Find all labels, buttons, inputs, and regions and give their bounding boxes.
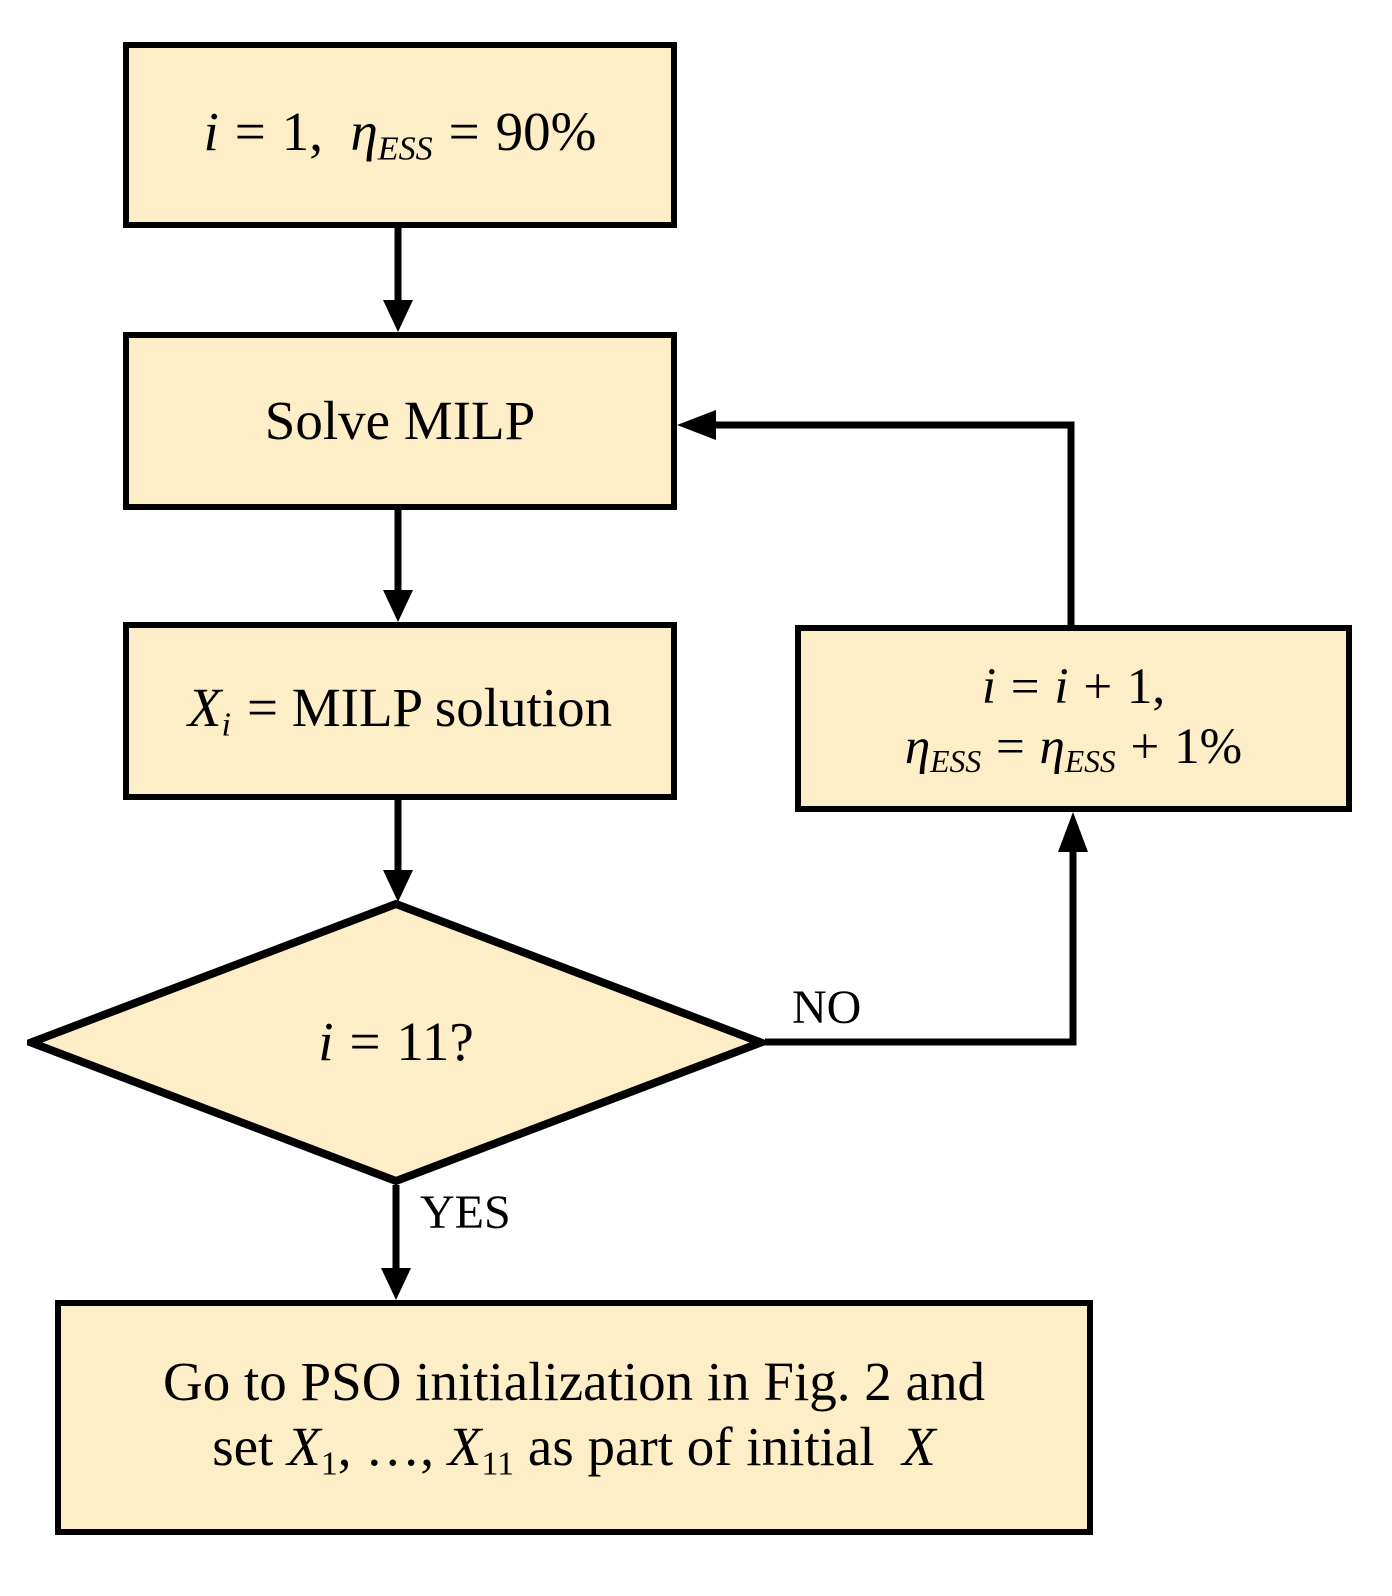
var-x-subscript: i <box>221 706 231 744</box>
diamond-shape <box>27 900 765 1185</box>
equals-sign: = <box>234 101 266 163</box>
node-goto-pso-initialization-text: Go to PSO initialization in Fig. 2 and s… <box>163 1350 985 1485</box>
var-x-11: X <box>447 1416 482 1478</box>
var-eta: η <box>904 719 931 775</box>
node-assign-solution: Xi = MILP solution <box>123 622 677 800</box>
var-i: i <box>981 658 996 715</box>
efficiency-value: 90% <box>495 101 597 163</box>
var-i: i <box>318 1011 334 1073</box>
increment-value: 1% <box>1174 719 1243 775</box>
plus-sign: + <box>1083 658 1113 715</box>
node-initialize: i = 1, ηESS = 90% <box>123 42 677 228</box>
comma-separator: , <box>1152 658 1166 715</box>
node-assign-solution-text: Xi = MILP solution <box>188 676 612 746</box>
var-eta-2: η <box>1039 719 1065 775</box>
var-eta-subscript: ESS <box>930 743 982 779</box>
goto-line-1: Go to PSO initialization in Fig. 2 and <box>163 1351 985 1413</box>
node-initialize-text: i = 1, ηESS = 90% <box>204 100 597 170</box>
plus-sign: + <box>1130 719 1160 775</box>
equals-sign: = <box>995 719 1025 775</box>
var-eta-subscript: ESS <box>377 130 433 168</box>
equals-sign: = <box>349 1011 381 1073</box>
node-solve-milp: Solve MILP <box>123 332 677 510</box>
edge-solve-to-assign <box>383 510 413 622</box>
value-one: 1 <box>281 101 310 163</box>
ellipsis-separator: , …, <box>337 1416 448 1478</box>
equals-sign: = <box>1010 658 1040 715</box>
edge-label-yes: YES <box>420 1186 511 1239</box>
edge-init-to-solve <box>383 228 413 332</box>
node-increment-counter: i = i + 1, ηESS = ηESS + 1% <box>795 625 1352 812</box>
node-solve-milp-text: Solve MILP <box>264 389 536 451</box>
assign-rest-text: MILP solution <box>291 677 613 739</box>
equals-sign-2: = <box>448 101 480 163</box>
var-x: X <box>187 677 222 739</box>
var-x-1-subscript: 1 <box>320 1445 338 1483</box>
var-x-1: X <box>287 1416 321 1478</box>
goto-set-word: set <box>212 1416 274 1478</box>
var-x-11-subscript: 11 <box>481 1445 515 1483</box>
var-x-initial: X <box>902 1416 936 1478</box>
var-i-2: i <box>1054 658 1069 715</box>
edge-decision-yes-to-goto <box>381 1185 411 1300</box>
increment-line-2: ηESS = ηESS + 1% <box>905 717 1242 780</box>
increment-line-1: i = i + 1, <box>905 657 1242 717</box>
node-goto-pso-initialization: Go to PSO initialization in Fig. 2 and s… <box>55 1300 1093 1535</box>
goto-line-2: set X1, …, X11 as part of initial X <box>163 1415 985 1485</box>
var-eta: η <box>350 101 378 163</box>
equals-sign: = <box>246 677 278 739</box>
node-decision-text: i = 11? <box>318 1010 474 1075</box>
edge-assign-to-decision <box>383 800 413 902</box>
value-one: 1 <box>1126 658 1153 715</box>
comma-separator: , <box>309 101 323 163</box>
var-eta-2-subscript: ESS <box>1064 743 1116 779</box>
node-increment-counter-text: i = i + 1, ηESS = ηESS + 1% <box>905 657 1242 780</box>
edge-increment-to-solve <box>677 410 1075 625</box>
var-i: i <box>203 101 219 163</box>
node-decision-i-equals-11: i = 11? <box>27 900 765 1185</box>
edge-label-no: NO <box>792 981 862 1034</box>
goto-rest-text: as part of initial <box>527 1416 875 1478</box>
decision-value: 11? <box>396 1011 474 1073</box>
